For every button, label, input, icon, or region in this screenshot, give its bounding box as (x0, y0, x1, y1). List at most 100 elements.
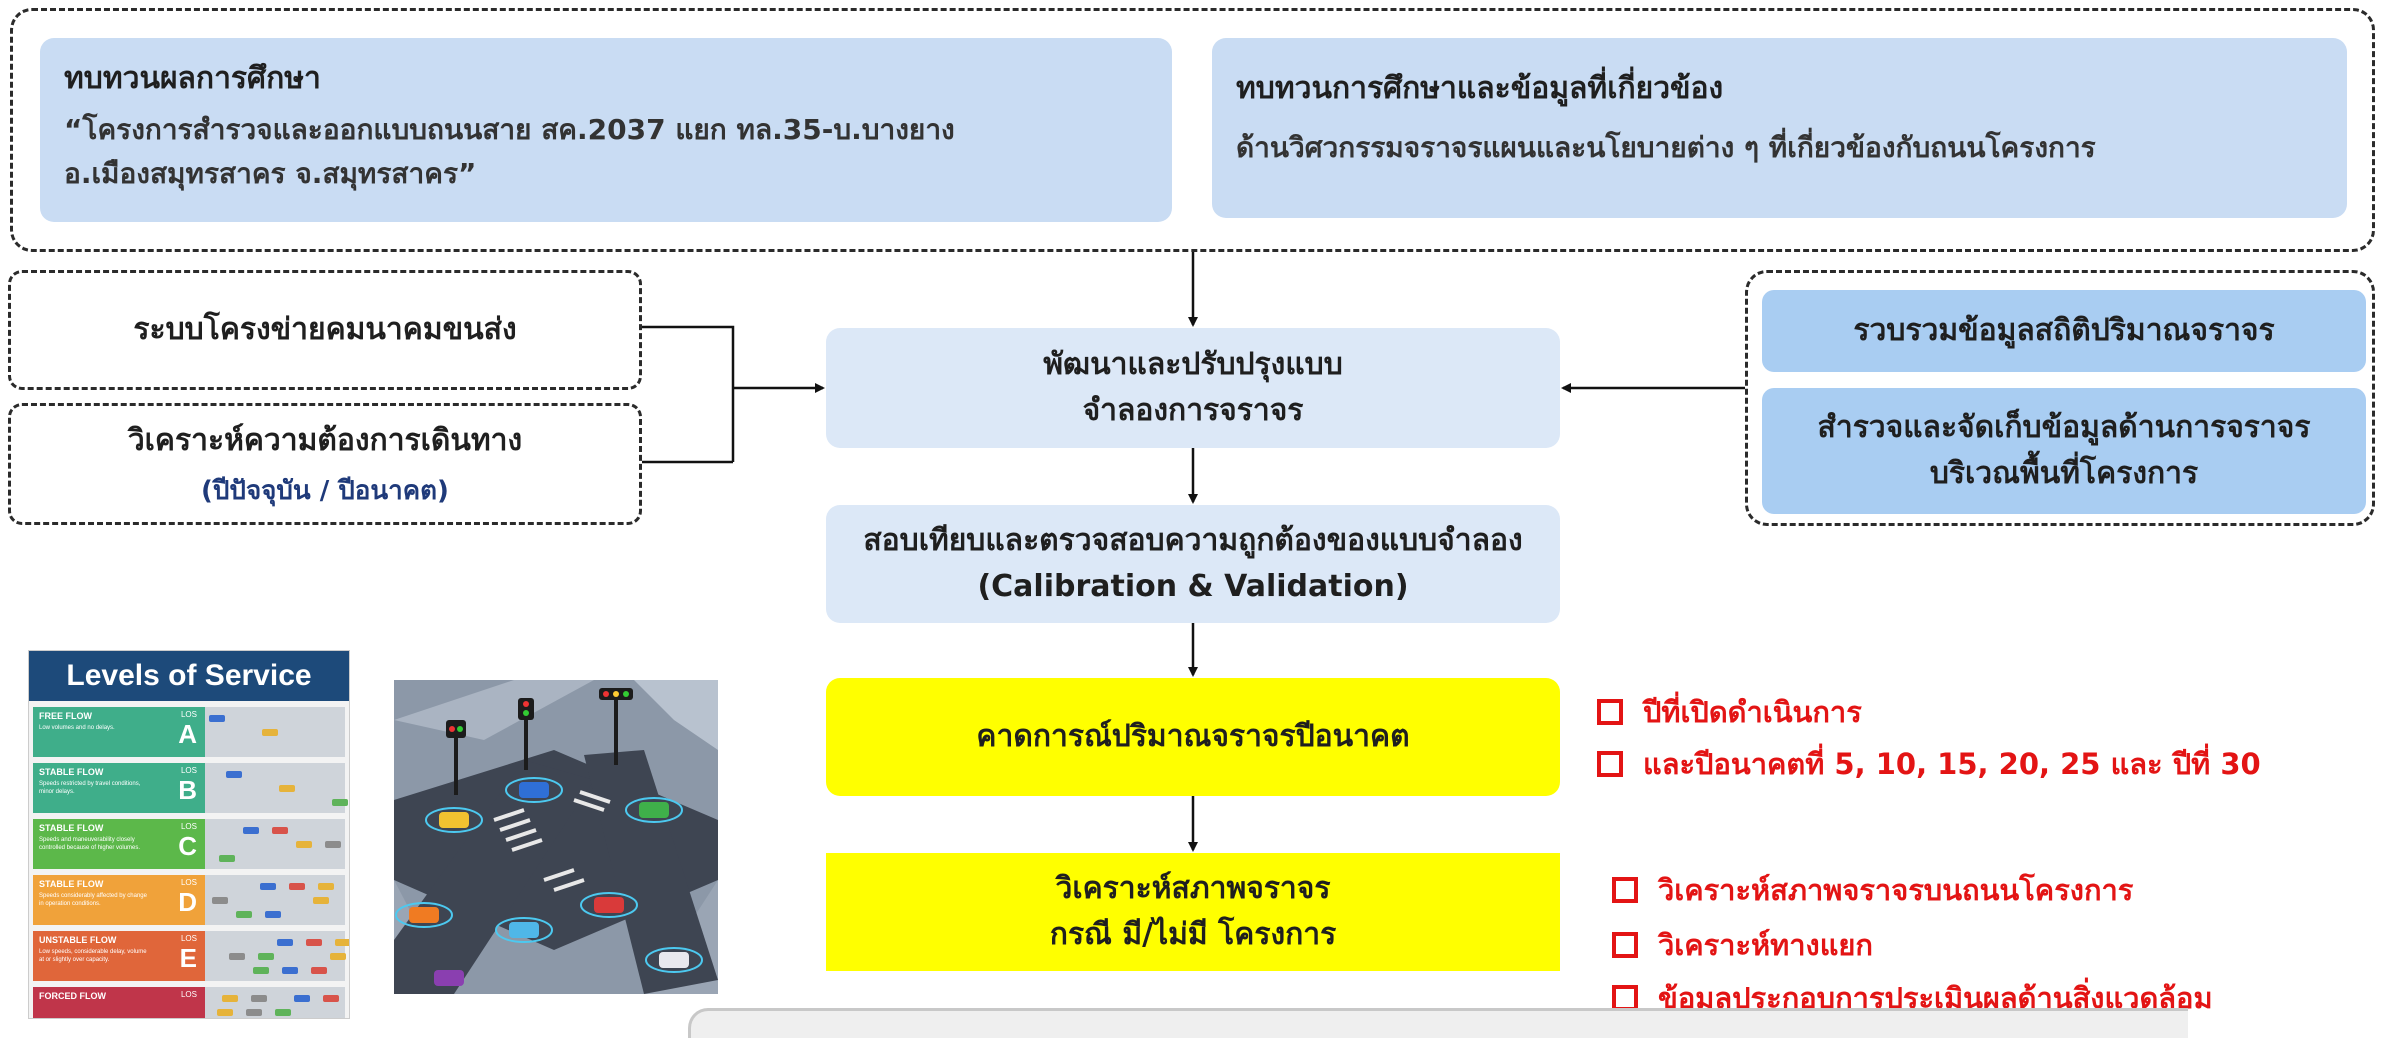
los-row-name: FREE FLOW (39, 711, 92, 721)
vehicle-icon (219, 855, 235, 862)
analysis-note-2-text: วิเคราะห์ทางแยก (1658, 928, 1873, 962)
vehicle-icon (275, 1009, 291, 1016)
los-poster: Levels of Service FREE FLOW Low volumes a… (28, 650, 350, 1019)
analysis-note-1-text: วิเคราะห์สภาพจราจรบนถนนโครงการ (1658, 873, 2134, 907)
vehicle-icon (289, 883, 305, 890)
survey-line1: สำรวจและจัดเก็บข้อมูลด้านการจราจร (1817, 410, 2311, 445)
vehicle-icon (260, 883, 276, 890)
travel-demand-sub: (ปีปัจจุบัน / ปีอนาคต) (201, 475, 449, 506)
vehicle-icon (272, 827, 288, 834)
vehicle-icon (325, 841, 341, 848)
checkbox-icon (1597, 751, 1623, 777)
vehicle-icon (313, 897, 329, 904)
los-row-los: LOS (180, 878, 197, 887)
checkbox-icon (1612, 877, 1638, 903)
vehicle-icon (209, 715, 225, 722)
vehicle-icon (294, 995, 310, 1002)
los-row-desc: Speeds restricted by travel conditions, … (39, 781, 141, 795)
vehicle-icon (332, 799, 348, 806)
line-network (642, 325, 735, 462)
los-row-road (205, 931, 349, 981)
analysis-line1: วิเคราะห์สภาพจราจร (1055, 871, 1331, 906)
vehicle-icon (311, 967, 327, 974)
los-row: FORCED FLOW LOS (33, 987, 345, 1018)
vehicle-icon (277, 939, 293, 946)
los-row-road (205, 987, 345, 1018)
los-row-los: LOS (180, 934, 197, 943)
collect-stats-box: รวบรวมข้อมูลสถิติปริมาณจราจร (1762, 290, 2366, 372)
model-line1: พัฒนาและปรับปรุงแบบ (1043, 347, 1343, 382)
vehicle-icon (296, 841, 312, 848)
analysis-line2: กรณี มี/ไม่มี โครงการ (1049, 917, 1337, 952)
vehicle-icon (251, 995, 267, 1002)
traffic-light-icons (446, 688, 633, 795)
forecast-note-1: ปีที่เปิดดำเนินการ (1597, 692, 1862, 732)
review-study-title: ทบทวนผลการศึกษา (64, 61, 321, 96)
los-row-name: STABLE FLOW (39, 879, 104, 889)
los-row-grade: A (178, 719, 197, 749)
collect-stats-label: รวบรวมข้อมูลสถิติปริมาณจราจร (1853, 313, 2275, 348)
traffic-analysis-box: วิเคราะห์สภาพจราจร กรณี มี/ไม่มี โครงการ (826, 853, 1560, 971)
calibration-box: สอบเทียบและตรวจสอบความถูกต้องของแบบจำลอง… (826, 505, 1560, 623)
top-review-group (10, 8, 2375, 252)
bottom-banner-edge (688, 1008, 2188, 1038)
vehicle-icon (243, 827, 259, 834)
forecast-note-2: และปีอนาคตที่ 5, 10, 15, 20, 25 และ ปีที… (1597, 744, 2261, 784)
los-poster-title: Levels of Service (66, 659, 312, 692)
vehicle-icon (262, 729, 278, 736)
vehicle-icon (306, 939, 322, 946)
los-row-desc: Low speeds, considerable delay, volume a… (39, 949, 147, 963)
vehicle-icon (258, 953, 274, 960)
calibration-line1: สอบเทียบและตรวจสอบความถูกต้องของแบบจำลอง (863, 523, 1523, 558)
los-row-road (205, 763, 348, 813)
forecast-note-1-text: ปีที่เปิดดำเนินการ (1643, 695, 1862, 729)
los-row-grade: C (178, 831, 197, 861)
los-row-label: FORCED FLOW LOS (33, 987, 205, 1018)
car-icons (395, 777, 703, 986)
vehicle-icon (226, 771, 242, 778)
los-row-los: LOS (180, 990, 197, 999)
travel-demand-box: วิเคราะห์ความต้องการเดินทาง (ปีปัจจุบัน … (8, 403, 642, 525)
model-line2: จำลองการจราจร (1082, 393, 1304, 428)
checkbox-icon (1612, 932, 1638, 958)
los-row-name: STABLE FLOW (39, 767, 104, 777)
vehicle-icon (253, 967, 269, 974)
los-row-label: STABLE FLOW Speeds restricted by travel c… (33, 763, 205, 813)
los-row-grade: B (178, 775, 197, 805)
vehicle-icon (217, 1009, 233, 1016)
survey-line2: บริเวณพื้นที่โครงการ (1929, 456, 2199, 491)
forecast-note-2-text: และปีอนาคตที่ 5, 10, 15, 20, 25 และ ปีที… (1643, 747, 2261, 781)
los-row-grade: D (178, 887, 197, 917)
travel-demand-label: วิเคราะห์ความต้องการเดินทาง (127, 422, 523, 458)
vehicle-icon (212, 897, 228, 904)
forecast-box: คาดการณ์ปริมาณจราจรปีอนาคต (826, 678, 1560, 796)
vehicle-icon (318, 883, 334, 890)
vehicle-icon (335, 939, 349, 946)
vehicle-icon (282, 967, 298, 974)
los-row-los: LOS (180, 766, 197, 775)
vehicle-icon (323, 995, 339, 1002)
review-study-line2: อ.เมืองสมุทรสาคร จ.สมุทรสาคร” (64, 157, 477, 190)
network-label: ระบบโครงข่ายคมนาคมขนส่ง (133, 312, 517, 347)
vehicle-icon (330, 953, 346, 960)
los-row-road (205, 875, 345, 925)
vehicle-icon (236, 911, 252, 918)
los-row-name: FORCED FLOW (39, 991, 106, 1001)
los-row: STABLE FLOW Speeds restricted by travel c… (33, 763, 348, 813)
los-row-los: LOS (180, 822, 197, 831)
analysis-note-1: วิเคราะห์สภาพจราจรบนถนนโครงการ (1612, 870, 2133, 910)
vehicle-icon (246, 1009, 262, 1016)
review-study-line1: “โครงการสำรวจและออกแบบถนนสาย สค.2037 แยก… (64, 113, 955, 146)
los-row-road (205, 707, 345, 757)
los-row-grade: E (179, 943, 197, 973)
review-related-line1: ด้านวิศวกรรมจราจรแผนและนโยบายต่าง ๆ ที่เ… (1236, 131, 2096, 164)
los-row-desc: Low volumes and no delays. (39, 725, 115, 731)
